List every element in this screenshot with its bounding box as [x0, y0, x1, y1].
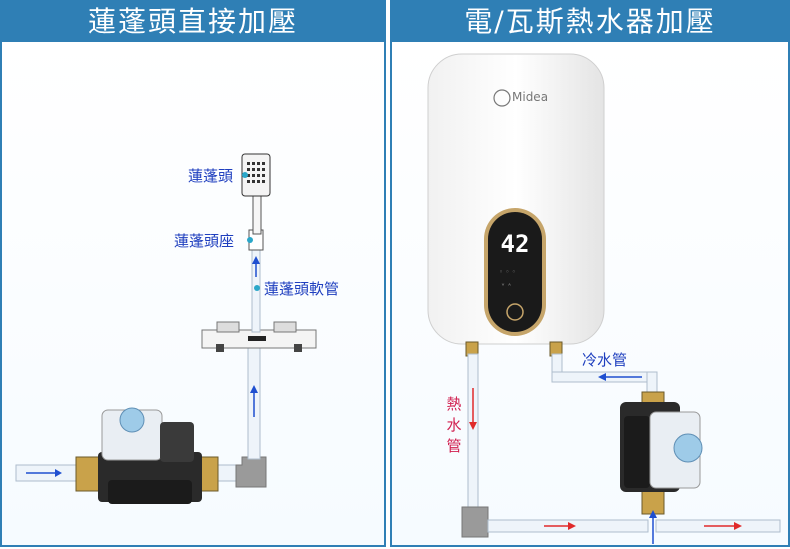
mixer-handle-left [216, 321, 240, 333]
pump-fins [624, 416, 650, 488]
arrow-hot-pipe [469, 388, 477, 430]
arrow-bottom-left [544, 522, 576, 530]
label-cold-pipe: 冷水管 [582, 351, 628, 369]
label-shower-seat: 蓮蓬頭座 [174, 232, 235, 250]
pump-inlet-fitting [75, 456, 103, 492]
label-shower-head: 蓮蓬頭 [188, 167, 234, 185]
pump-motor [160, 422, 194, 462]
heater-boost-diagram: ◦ ◦ ◦ ˅ ˄ [427, 53, 781, 544]
arrow-inlet [26, 469, 62, 477]
water-heater [427, 53, 605, 345]
pump-base [108, 480, 192, 504]
panel-title: 蓮蓬頭直接加壓 [2, 2, 384, 42]
mixer-handle-right [273, 321, 297, 333]
hot-water-pipe [467, 353, 479, 515]
leader-dot-shower-seat [247, 237, 253, 243]
booster-pump [620, 391, 703, 515]
flow-arrows [26, 256, 260, 477]
control-panel [488, 212, 542, 332]
panel-heater-boost: 電/瓦斯熱水器加壓 ◦ ◦ ◦ ˅ ˄ [390, 0, 790, 547]
leader-dot-shower-hose [254, 285, 260, 291]
shower-handle [252, 193, 262, 235]
arrow-bottom-right [704, 522, 742, 530]
mixer-foot-right [294, 344, 302, 352]
arrow-into-pump [649, 510, 657, 544]
power-button[interactable] [506, 303, 524, 321]
hot-pipe-elbow [461, 506, 489, 538]
pump-label-disc [119, 407, 145, 433]
panel-shower-boost: 蓮蓬頭直接加壓 [0, 0, 386, 547]
booster-pump [75, 407, 219, 504]
panel-arrow-buttons: ˅ ˄ [501, 283, 512, 292]
arrow-hose [252, 256, 260, 277]
label-hot-pipe: 熱水管 [446, 395, 462, 455]
panel-buttons-row: ◦ ◦ ◦ [499, 268, 516, 276]
leader-dot-shower-head [242, 172, 248, 178]
flow-arrows [469, 373, 742, 544]
mixer-foot-left [216, 344, 224, 352]
pump-label-disc [673, 433, 703, 463]
arrow-cold-pipe [598, 373, 642, 381]
mixer-center [248, 336, 266, 341]
shower-nozzles [247, 162, 265, 183]
arrow-riser [250, 385, 258, 417]
temperature-display: 42 [500, 230, 530, 258]
shower-boost-diagram [15, 153, 317, 504]
brand-name: Midea [512, 90, 549, 104]
brand-logo-icon [493, 89, 511, 107]
pipe-elbow [235, 456, 267, 488]
label-shower-hose: 蓮蓬頭軟管 [264, 280, 340, 298]
panel-title: 電/瓦斯熱水器加壓 [392, 2, 788, 42]
